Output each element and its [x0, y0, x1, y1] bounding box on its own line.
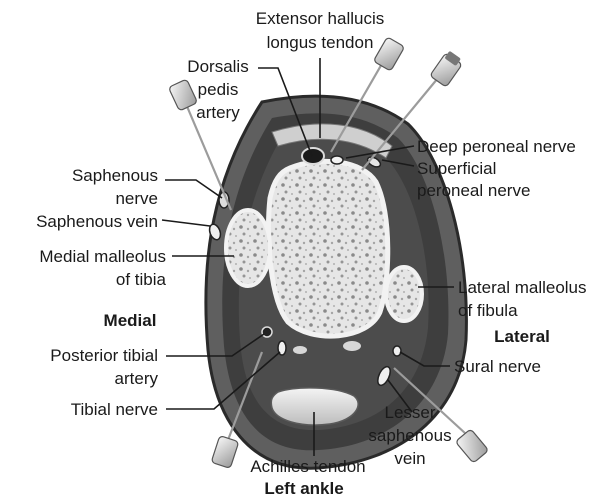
label-superficial-line2: peroneal nerve [417, 181, 530, 200]
label-lateral-malleolus-line1: Lateral malleolus [458, 278, 587, 297]
label-saphenous-nerve-line1: Saphenous [72, 166, 158, 185]
figure-caption: Left ankle [264, 479, 343, 498]
label-sural-nerve: Sural nerve [454, 357, 541, 376]
lateral-malleolus-bone [386, 267, 422, 321]
posterior-tibial-artery-shape [262, 327, 272, 337]
talus-bone [269, 161, 388, 336]
posterior-tendon-shape [343, 341, 361, 351]
label-dorsalis-line3: artery [196, 103, 240, 122]
dorsalis-pedis-vessel [331, 156, 343, 164]
label-lateral-malleolus-line2: of fibula [458, 301, 518, 320]
label-posterior-tibial-line1: Posterior tibial [50, 346, 158, 365]
label-dorsalis-line2: pedis [198, 80, 239, 99]
medial-malleolus-bone [226, 210, 270, 286]
label-achilles: Achilles tendon [250, 457, 365, 476]
posterior-tendon-shape-2 [293, 346, 307, 354]
label-tibial-nerve: Tibial nerve [71, 400, 158, 419]
label-deep-peroneal: Deep peroneal nerve [417, 137, 576, 156]
label-medial: Medial [104, 311, 157, 330]
extensor-hallucis-tendon-cross-section [302, 148, 324, 164]
label-lateral: Lateral [494, 327, 550, 346]
label-extensor-line2: longus tendon [267, 33, 374, 52]
label-saphenous-nerve-line2: nerve [115, 189, 158, 208]
label-lesser-saphenous-line1: Lesser [384, 403, 435, 422]
leader-saphenous-vein [162, 220, 210, 226]
label-lesser-saphenous-line2: saphenous [368, 426, 451, 445]
label-superficial-line1: Superficial [417, 159, 496, 178]
label-extensor-line1: Extensor hallucis [256, 9, 385, 28]
leader-saphenous-nerve [165, 180, 222, 198]
sural-nerve-shape [393, 346, 401, 356]
label-lesser-saphenous-line3: vein [394, 449, 425, 468]
label-saphenous-vein: Saphenous vein [36, 212, 158, 231]
label-dorsalis-line1: Dorsalis [187, 57, 248, 76]
label-posterior-tibial-line2: artery [115, 369, 159, 388]
label-medial-malleolus-line1: Medial malleolus [39, 247, 166, 266]
label-medial-malleolus-line2: of tibia [116, 270, 167, 289]
